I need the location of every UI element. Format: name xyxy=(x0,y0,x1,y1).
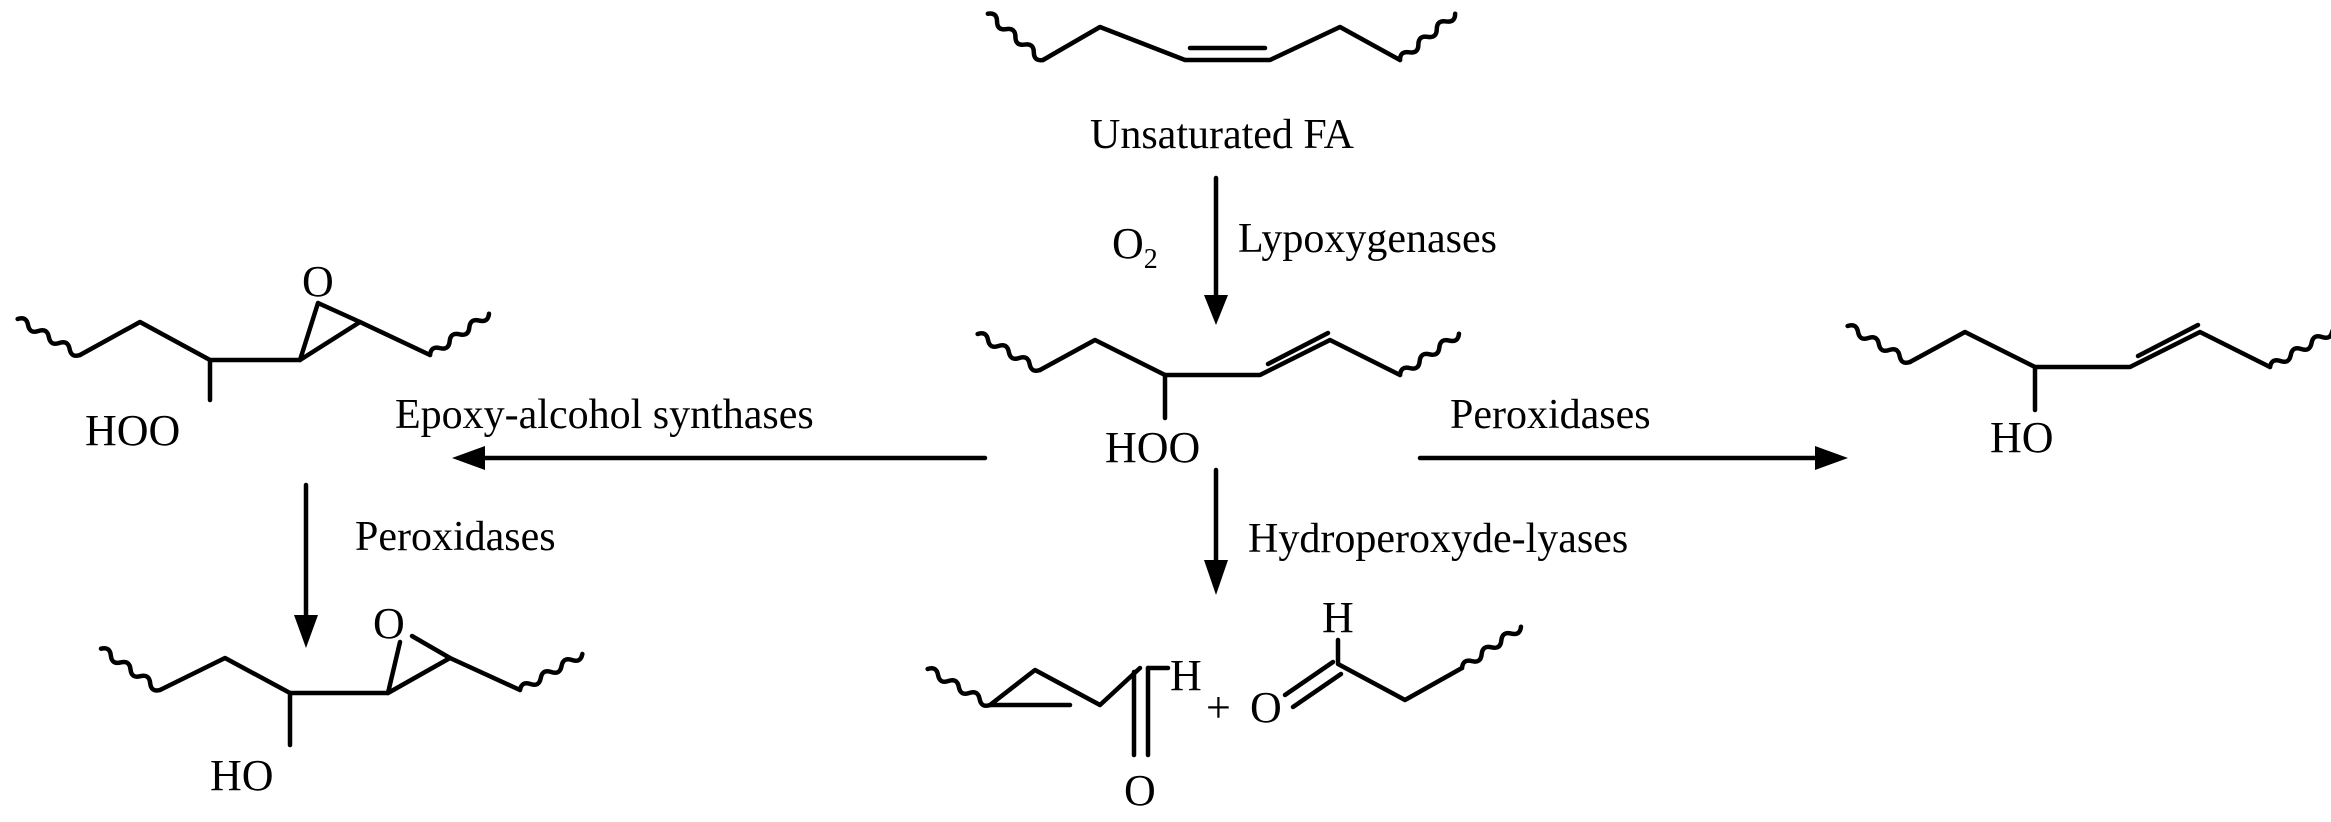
wavy-bond-right xyxy=(518,651,584,693)
arrow-head xyxy=(1204,560,1228,595)
arrow-head xyxy=(1204,295,1228,325)
wavy-bond-left xyxy=(986,11,1046,63)
molecule-aldehyde-left: O H xyxy=(926,651,1202,815)
reaction-arrow-peroxidase-right: Peroxidases xyxy=(1417,392,1848,470)
wavy-bond-left xyxy=(976,331,1042,373)
molecule-epoxy-hydroperoxide: O HOO xyxy=(16,257,491,455)
carbonyl-bond-a xyxy=(1282,659,1336,698)
enzyme-label: Epoxy-alcohol synthases xyxy=(395,392,814,438)
carbonyl-oxygen: O xyxy=(1124,766,1156,815)
arrow-head xyxy=(452,446,485,470)
reaction-arrow-hydroperoxide-lyase: Hydroperoxyde-lyases xyxy=(1204,467,1628,595)
wavy-bond-right xyxy=(428,311,491,358)
hydroxy-group: HO xyxy=(1990,413,2054,462)
arrow-head xyxy=(1815,446,1848,470)
trans-double-bond xyxy=(2135,322,2201,359)
cofactor-main: O xyxy=(1112,219,1144,268)
skeletal-chain xyxy=(1040,24,1403,63)
hydroperoxy-group: HOO xyxy=(85,406,180,455)
molecule-hydroxy-fa: HO xyxy=(1846,323,2331,462)
wavy-bond-right xyxy=(1398,331,1461,378)
carbonyl-bond-b xyxy=(1290,671,1344,710)
hydroxy-group: HO xyxy=(210,751,274,800)
enzyme-label: Peroxidases xyxy=(1450,392,1651,438)
enzyme-label: Peroxidases xyxy=(355,514,556,560)
epoxide-oxygen: O xyxy=(302,257,334,306)
carbon-chain xyxy=(987,665,1143,708)
epoxide-ring xyxy=(297,300,363,363)
enzyme-label: Hydroperoxyde-lyases xyxy=(1248,516,1628,562)
molecule-aldehyde-right: H O xyxy=(1250,593,1523,732)
reaction-arrow-epoxy-alcohol-synthase: Epoxy-alcohol synthases xyxy=(395,392,988,470)
cofactor-oxygen: O2 xyxy=(1112,219,1158,275)
wavy-bond-left xyxy=(16,316,82,358)
skeletal-chain xyxy=(1907,329,2273,370)
epoxide-ring xyxy=(385,633,453,696)
skeletal-chain xyxy=(77,319,433,363)
molecule-hydroperoxide: HOO xyxy=(976,331,1461,472)
carbon-chain xyxy=(1335,661,1465,703)
hydroperoxy-group: HOO xyxy=(1105,423,1200,472)
enzyme-label: Lypoxygenases xyxy=(1238,216,1497,262)
reaction-arrow-peroxidase-left: Peroxidases xyxy=(294,482,556,648)
aldehyde-hydrogen: H xyxy=(1322,593,1354,642)
wavy-bond-left xyxy=(1846,323,1912,365)
wavy-bond-left xyxy=(926,666,992,708)
wavy-bond-right xyxy=(1460,624,1523,671)
skeletal-chain xyxy=(157,655,523,696)
carbonyl-oxygen: O xyxy=(1250,683,1282,732)
wavy-bond-right xyxy=(2268,328,2331,370)
plus-sign: + xyxy=(1206,683,1231,732)
molecule-epoxy-alcohol: O HO xyxy=(99,599,584,800)
skeletal-chain xyxy=(1037,337,1403,378)
arrow-head xyxy=(294,615,318,648)
epoxide-oxygen: O xyxy=(373,599,405,648)
wavy-bond-right xyxy=(1398,11,1458,63)
aldehyde-hydrogen: H xyxy=(1170,651,1202,700)
trans-double-bond xyxy=(1265,330,1331,367)
cofactor-subscript: 2 xyxy=(1144,244,1158,275)
wavy-bond-left xyxy=(99,646,162,693)
molecule-unsaturated-fa: Unsaturated FA xyxy=(986,11,1458,158)
reaction-arrow-lipoxygenase: O2 Lypoxygenases xyxy=(1112,175,1497,325)
molecule-caption: Unsaturated FA xyxy=(1090,112,1355,158)
